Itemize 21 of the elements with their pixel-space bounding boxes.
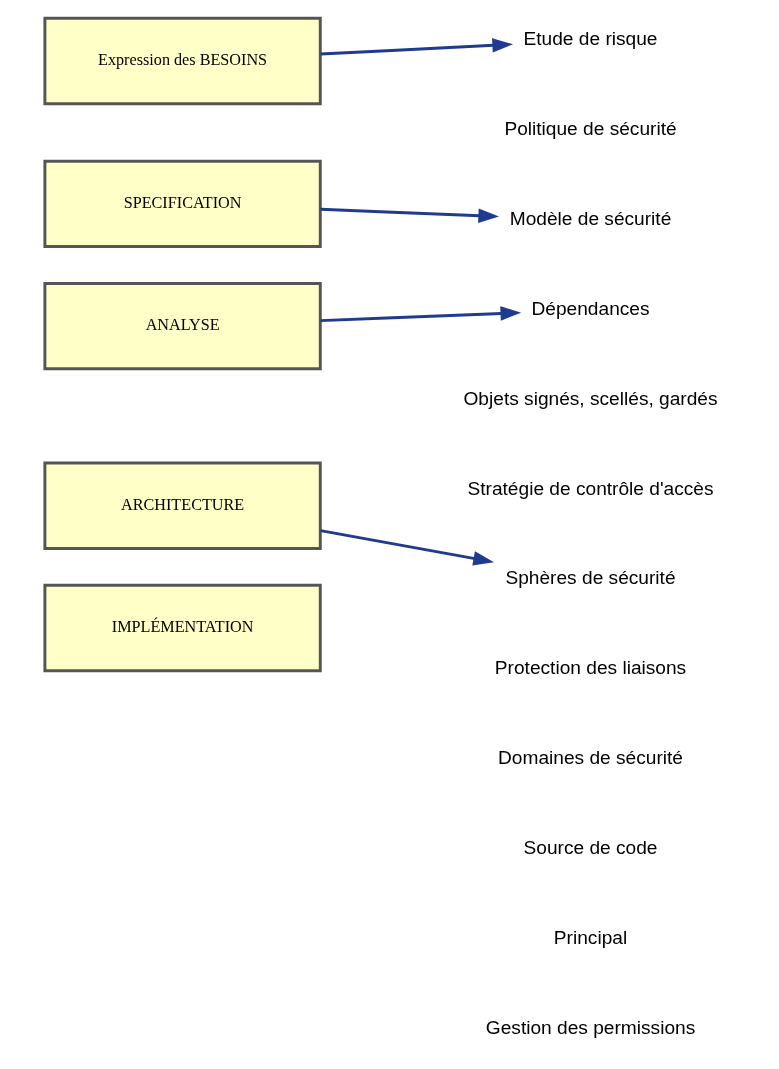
node-box: Expression des BESOINS <box>43 16 322 106</box>
label: Gestion des permissions <box>485 1016 696 1038</box>
node-box: ARCHITECTURE <box>43 461 322 550</box>
arrow <box>320 306 522 323</box>
node-text: Sphères de sécurité <box>505 567 676 589</box>
label: Domaines de sécurité <box>498 747 684 769</box>
label: Objets signés, scellés, gardés <box>463 387 718 409</box>
node-box: IMPLÉMENTATION <box>43 583 322 673</box>
node-text: Dépendances <box>531 297 650 319</box>
node-box: SPECIFICATION <box>43 159 322 249</box>
arrow <box>320 38 514 56</box>
label: Source de code <box>523 836 658 858</box>
arrow <box>320 529 494 566</box>
label: Politique de sécurité <box>504 118 677 140</box>
node-box: ANALYSE <box>43 281 322 371</box>
label: Protection des liaisons <box>494 657 687 679</box>
label: Stratégie de contrôle d'accès <box>467 477 714 499</box>
label: Principal <box>553 926 628 948</box>
arrow <box>320 207 500 223</box>
node-text: Modèle de sécurité <box>509 208 672 230</box>
node-text: Etude de risque <box>523 28 658 50</box>
